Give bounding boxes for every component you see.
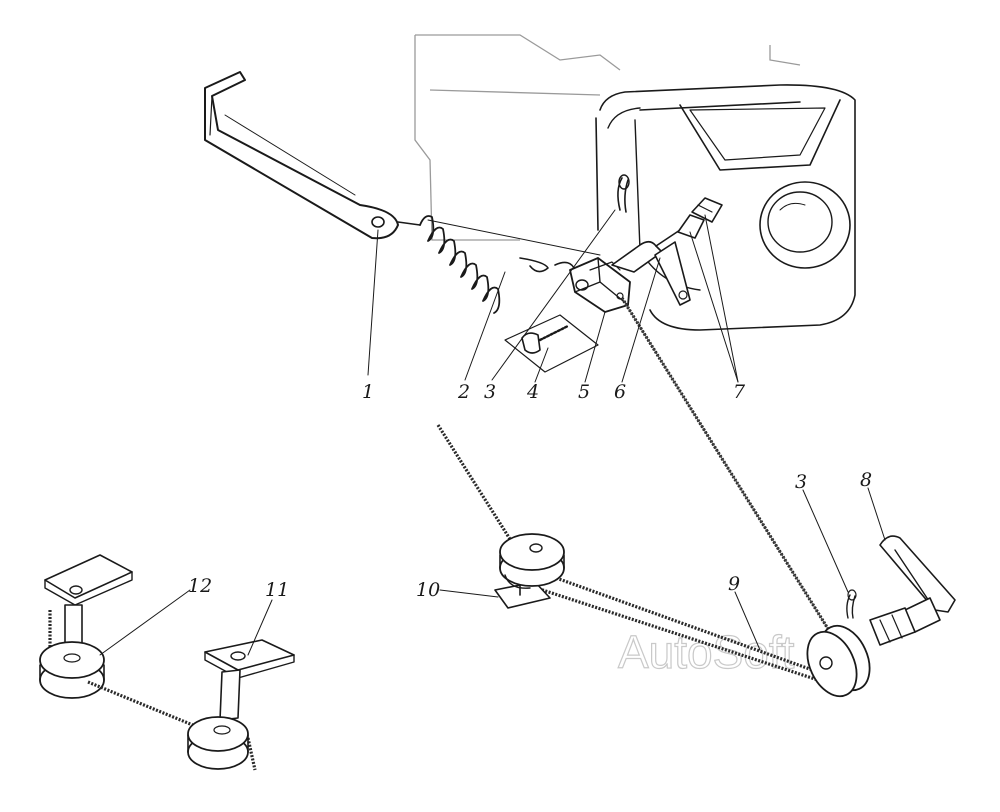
callout-10: 10 bbox=[416, 579, 440, 601]
pedal-lever bbox=[204, 71, 421, 240]
cable-9 bbox=[519, 563, 819, 674]
callout-4: 4 bbox=[526, 381, 539, 403]
watermark-text: AutoSoft bbox=[618, 626, 795, 678]
cable-left-upper bbox=[436, 424, 522, 556]
bolt-inset bbox=[504, 314, 599, 373]
callout-2: 2 bbox=[457, 381, 470, 403]
pulley-12 bbox=[39, 554, 133, 699]
clevis-block bbox=[569, 257, 631, 313]
callout-3-lower: 3 bbox=[795, 471, 807, 493]
callout-7: 7 bbox=[733, 381, 746, 403]
callout-12: 12 bbox=[188, 575, 212, 597]
cable-lower-left bbox=[87, 680, 201, 730]
callout-6: 6 bbox=[614, 381, 626, 403]
cotter-pin-lower bbox=[846, 589, 857, 619]
callout-3-upper: 3 bbox=[484, 381, 496, 403]
throttle-rod bbox=[611, 229, 691, 306]
callout-5: 5 bbox=[578, 381, 590, 403]
callout-9: 9 bbox=[728, 573, 740, 595]
engine-housing bbox=[414, 34, 856, 331]
pulley-10 bbox=[494, 533, 565, 609]
return-spring bbox=[419, 215, 576, 314]
leader-lines bbox=[99, 209, 886, 656]
adjusting-bolts bbox=[677, 197, 723, 239]
callout-11: 11 bbox=[265, 579, 289, 601]
leader-1-line bbox=[427, 219, 601, 256]
cotter-pin-upper bbox=[617, 174, 630, 213]
pulley-11 bbox=[187, 639, 295, 770]
pedal-pulley-8 bbox=[806, 535, 956, 698]
callout-1: 1 bbox=[362, 381, 374, 403]
callout-8: 8 bbox=[860, 469, 872, 491]
